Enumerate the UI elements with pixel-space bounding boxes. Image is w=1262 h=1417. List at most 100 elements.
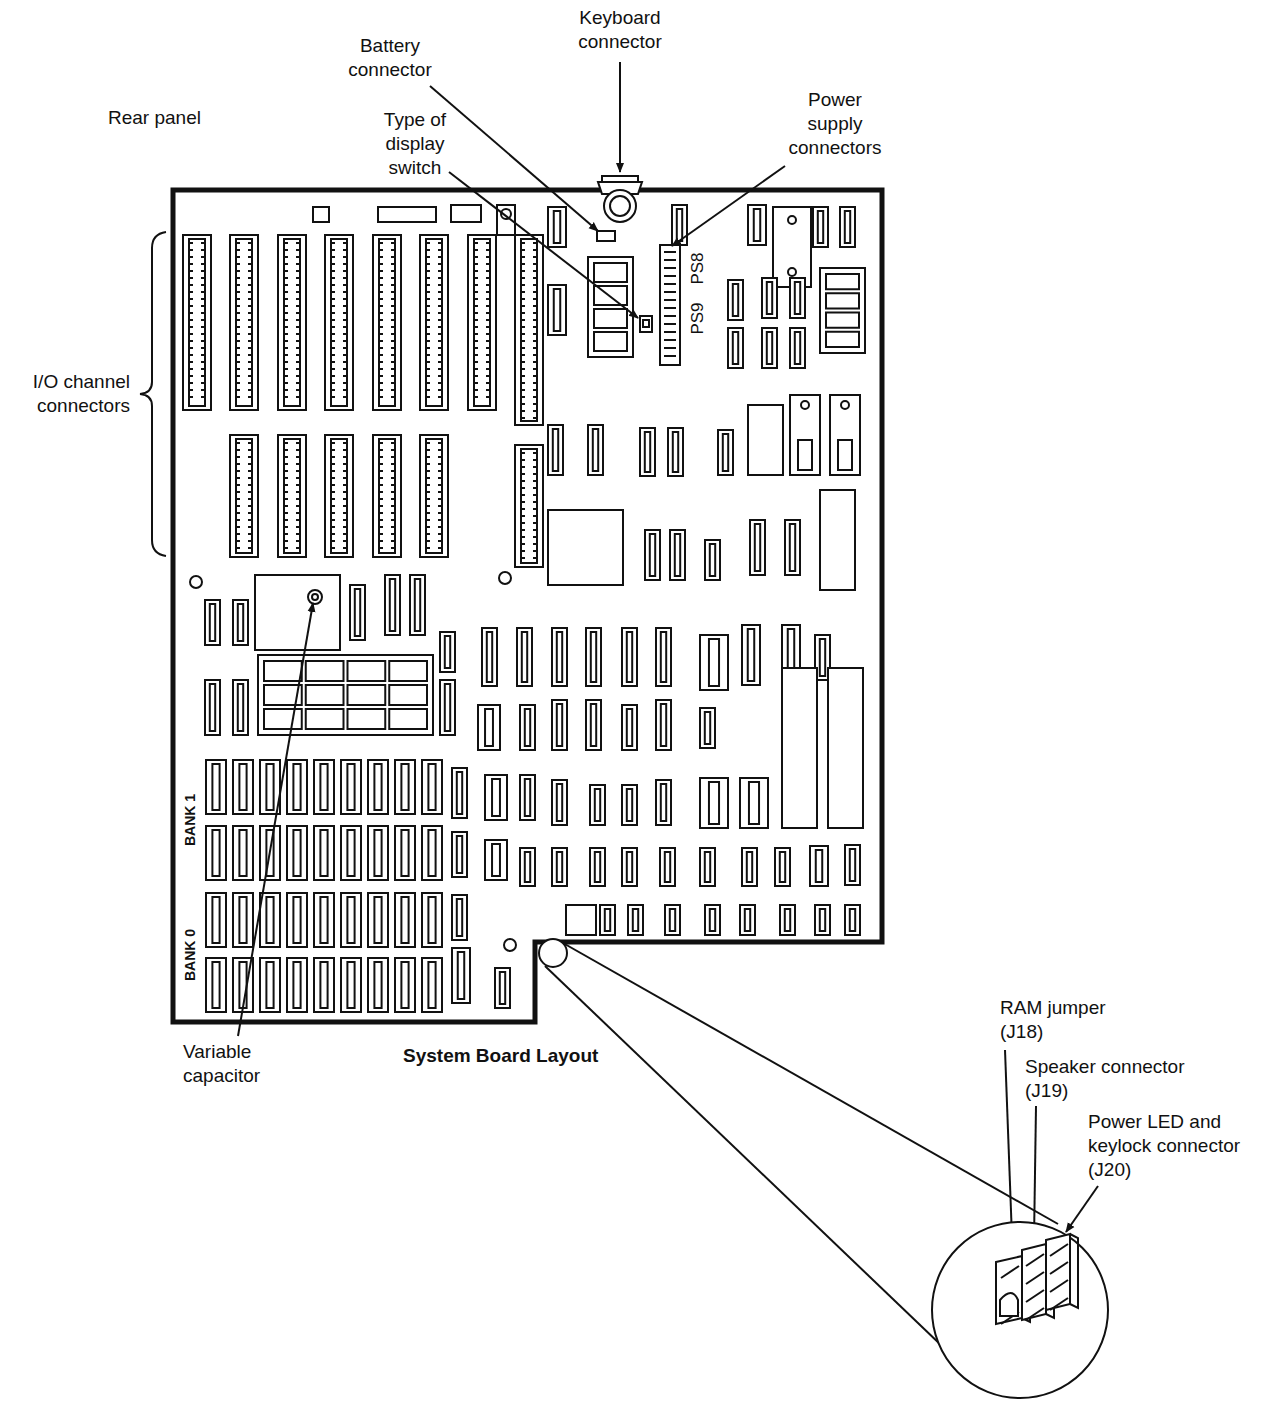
slot-pin [426,382,430,384]
slot-pin [486,389,490,391]
slot-pin [521,368,525,370]
chip-mark [745,909,750,931]
chip [410,575,425,635]
slot-pin [236,484,240,486]
slot-pin [533,536,537,538]
slot-pin [248,368,252,370]
slot-pin [248,263,252,265]
slot-pin [521,326,525,328]
slot-pin [474,312,478,314]
slot-pin [521,543,525,545]
chip [622,628,637,686]
slot-pin [379,456,383,458]
slot-pin [248,319,252,321]
slot-pin [343,326,347,328]
slot-pin [426,526,430,528]
chip-mark [347,962,354,1008]
chip [700,778,728,828]
slot-pin [391,256,395,258]
chip-mark [500,972,505,1004]
slot-pin [296,354,300,356]
slot-pin [236,340,240,342]
slot-pin [296,491,300,493]
chip-mark [675,534,680,576]
slot-pin [379,242,383,244]
slot-pin [426,368,430,370]
slot-pin [533,270,537,272]
slot-pin [391,263,395,265]
slot-pin [379,326,383,328]
slot-pin [486,368,490,370]
slot-pin [236,263,240,265]
slot-pin [533,326,537,328]
slot-pin [201,340,205,342]
slot-pin [474,333,478,335]
slot-pin [284,298,288,300]
slot-pin [438,484,442,486]
slot-pin [438,389,442,391]
slot-pin [284,368,288,370]
slot-pin [189,326,193,328]
slot-pin [236,298,240,300]
mount-hole [308,590,322,604]
part-label: RAM jumper (J18) [1000,996,1115,1044]
chip-mark [767,332,772,364]
slot-pin [521,340,525,342]
slot-pin [486,319,490,321]
slot-pin [248,298,252,300]
chip [205,680,220,735]
slot-pin [236,470,240,472]
io-slot-inner [426,439,442,553]
chip [728,280,743,320]
slot-pin [343,347,347,349]
slot-pin [426,442,430,444]
pin [1026,1272,1044,1284]
slot-pin [189,347,193,349]
slot-pin [331,249,335,251]
chip-mark [266,962,273,1008]
slot-pin [486,347,490,349]
slot-pin [379,305,383,307]
chip [233,893,253,947]
slot-pin [284,277,288,279]
block-cell [389,709,427,729]
slot-pin [426,470,430,472]
chip [762,278,777,318]
chip-mark [320,764,327,810]
slot-pin [521,452,525,454]
slot-pin [284,547,288,549]
board-marking: PS9 [688,302,705,334]
chip-mark [677,209,682,241]
processor [548,510,623,585]
slot-pin [521,459,525,461]
slot-pin [474,340,478,342]
slot-pin [284,505,288,507]
chip [517,628,532,686]
chip-mark [645,432,650,472]
slot-pin [438,298,442,300]
slot-pin [521,249,525,251]
slot-pin [391,491,395,493]
chip-mark [390,579,395,631]
part-label: Keyboard connector [565,6,675,54]
slot-pin [248,305,252,307]
slot-pin [474,319,478,321]
slot-pin [343,470,347,472]
slot-pin [426,533,430,535]
slot-pin [438,256,442,258]
chip [728,328,743,368]
slot-pin [284,270,288,272]
pin-header [996,1256,1022,1324]
slot-pin [296,284,300,286]
slot-pin [438,512,442,514]
slot-pin [533,480,537,482]
slot-pin [474,354,478,356]
slot-pin [438,396,442,398]
slot-pin [438,333,442,335]
slot-pin [236,375,240,377]
slot-pin [248,540,252,542]
slot-pin [391,347,395,349]
pin-header-side [1070,1234,1078,1308]
slot-pin [284,533,288,535]
slot-pin [533,508,537,510]
